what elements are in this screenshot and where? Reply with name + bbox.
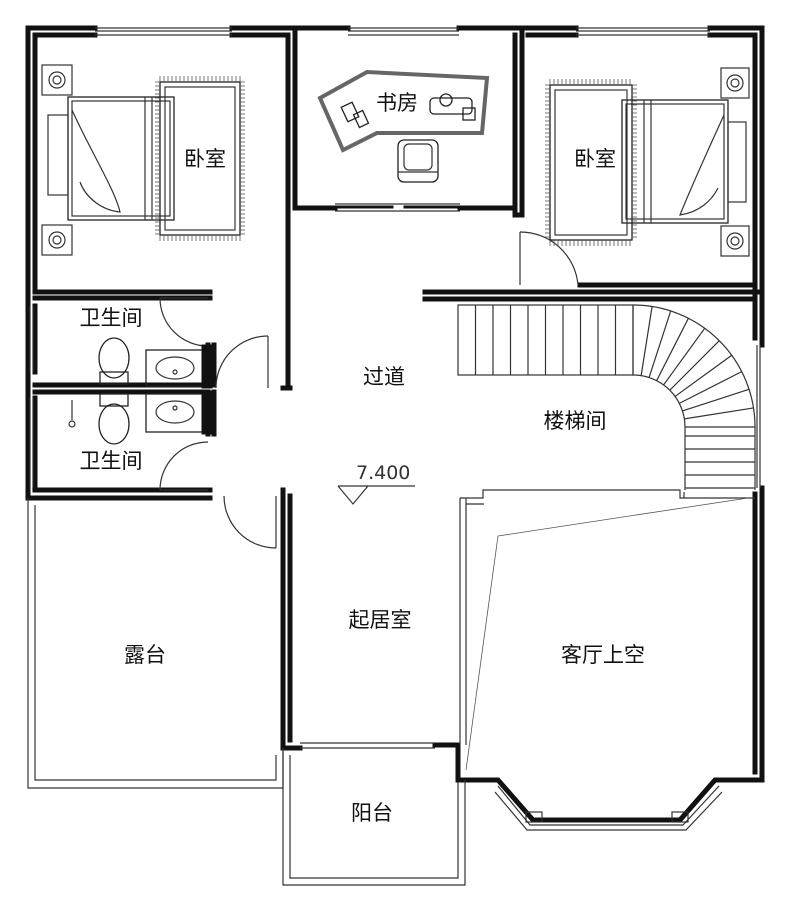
void-lines	[459, 489, 755, 771]
study-desk	[317, 69, 490, 183]
label-study: 书房	[376, 91, 418, 115]
bay-window	[494, 785, 723, 831]
label-corridor: 过道	[363, 365, 405, 389]
drawing-line	[684, 407, 754, 420]
room-labels: 卧室 书房 卧室 卫生间 卫生间 过道 楼梯间 露台 起居室 客厅上空 阳台	[80, 91, 646, 825]
label-balcony: 阳台	[351, 801, 393, 825]
interior-walls	[25, 25, 765, 823]
label-terrace: 露台	[124, 643, 166, 667]
top-windows	[29, 27, 761, 490]
drawing-line	[669, 340, 720, 391]
bed-right	[545, 67, 750, 257]
label-bedroom-left: 卧室	[184, 147, 226, 171]
label-bathroom-upper: 卫生间	[80, 306, 143, 330]
doors	[159, 203, 579, 549]
label-bathroom-lower: 卫生间	[80, 449, 143, 473]
drawing-line	[679, 371, 742, 404]
elevation-mark: 7.400	[337, 462, 415, 505]
bathroom-upper-fixtures	[98, 337, 213, 389]
drawing-line	[663, 327, 706, 386]
bed-left	[41, 64, 245, 256]
label-bedroom-right: 卧室	[574, 147, 616, 171]
staircase	[457, 304, 756, 490]
label-stairwell: 楼梯间	[544, 409, 607, 433]
outer-walls	[25, 25, 765, 783]
drawing-line	[648, 310, 672, 378]
drawing-line	[682, 388, 750, 412]
balcony-outline	[282, 742, 466, 886]
bathroom-lower-fixtures	[68, 390, 213, 445]
drawing-line	[674, 354, 733, 397]
drawing-line	[640, 306, 653, 376]
label-living-room: 起居室	[349, 608, 412, 632]
elevation-label: 7.400	[356, 462, 410, 484]
drawing-line	[656, 318, 689, 381]
label-double-height-void: 客厅上空	[561, 643, 645, 667]
